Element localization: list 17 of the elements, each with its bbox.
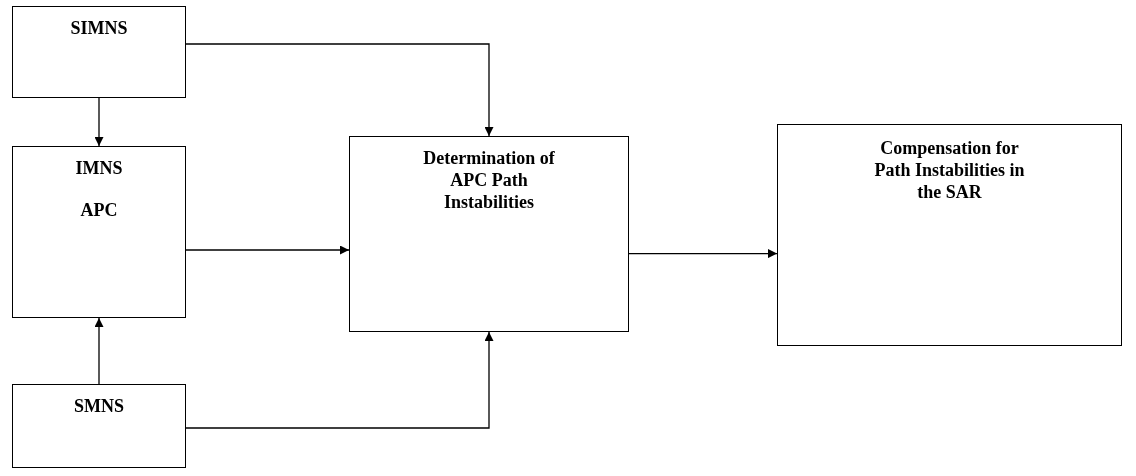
arrow bbox=[185, 331, 494, 429]
process-box bbox=[777, 124, 1122, 346]
box-label: Determination of APC Path Instabilities bbox=[422, 147, 556, 213]
process-box bbox=[12, 6, 186, 98]
box-label: SMNS bbox=[73, 395, 125, 417]
arrow bbox=[628, 249, 778, 259]
process-box bbox=[12, 146, 186, 318]
process-box bbox=[12, 384, 186, 468]
box-label: APC bbox=[79, 199, 119, 221]
box-label: Compensation for Path Instabilities in the SAR bbox=[873, 137, 1026, 203]
arrow bbox=[185, 43, 494, 137]
box-label: SIMNS bbox=[69, 17, 129, 39]
arrow bbox=[94, 317, 104, 385]
arrow bbox=[185, 245, 350, 255]
box-label: IMNS bbox=[74, 157, 124, 179]
process-box bbox=[349, 136, 629, 332]
arrow bbox=[94, 97, 104, 147]
